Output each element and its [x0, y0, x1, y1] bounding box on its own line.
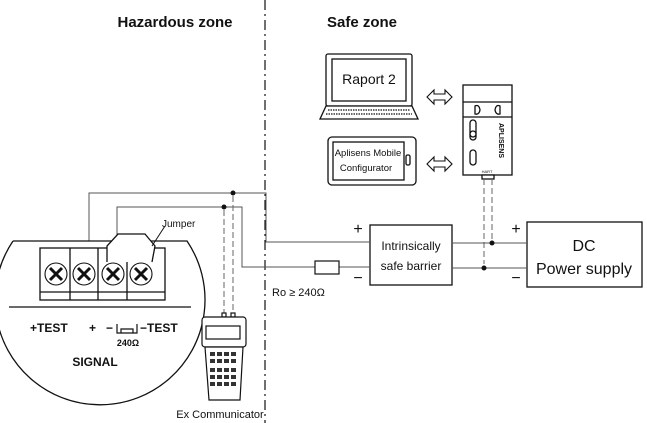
double-arrow-icon	[426, 88, 453, 106]
laptop-label: Raport 2	[342, 71, 396, 87]
supply-minus: −	[511, 270, 520, 287]
modem-brand: APLISENS	[497, 123, 504, 158]
test-plus-label: +TEST	[30, 321, 68, 335]
junction-dot	[221, 204, 227, 210]
ex-communicator	[201, 312, 247, 401]
junction-dot	[230, 190, 236, 196]
jumper	[106, 233, 156, 263]
resistor-symbol	[116, 324, 138, 334]
signal-label: SIGNAL	[72, 355, 117, 369]
signal-minus-label: −	[106, 321, 113, 335]
transmitter-terminal	[0, 225, 206, 406]
junction-dot	[481, 265, 487, 271]
barrier-plus: +	[353, 221, 362, 238]
hart-modem	[462, 84, 513, 180]
junction-dot	[489, 240, 495, 246]
resistor-label: Ro ≥ 240Ω	[272, 287, 325, 299]
barrier-label-line2: safe barrier	[381, 259, 442, 273]
safe-barrier-box	[369, 224, 453, 286]
hazardous-zone-title: Hazardous zone	[117, 14, 232, 31]
modem-port-label: HART	[482, 169, 493, 174]
resistor-240-label: 240Ω	[117, 338, 139, 348]
laptop	[318, 53, 420, 120]
tablet-label-line1: Aplisens Mobile	[335, 148, 402, 159]
communicator-label: Ex Communicator	[176, 409, 264, 421]
signal-plus-label: +	[89, 321, 96, 335]
barrier-minus: −	[353, 270, 362, 287]
power-supply-label-line2: Power supply	[536, 261, 632, 278]
test-minus-label: −TEST	[140, 321, 178, 335]
barrier-label-line1: Intrinsically	[381, 239, 440, 253]
tablet-label-line2: Configurator	[340, 163, 392, 174]
tablet	[327, 136, 417, 186]
power-supply-label-line1: DC	[572, 238, 595, 255]
dc-power-supply-box	[526, 221, 643, 288]
wiring	[88, 192, 527, 269]
supply-plus: +	[511, 221, 520, 238]
resistor-ro	[314, 260, 340, 275]
safe-zone-title: Safe zone	[327, 14, 397, 31]
jumper-label: Jumper	[162, 219, 196, 230]
double-arrow-icon	[426, 155, 453, 173]
